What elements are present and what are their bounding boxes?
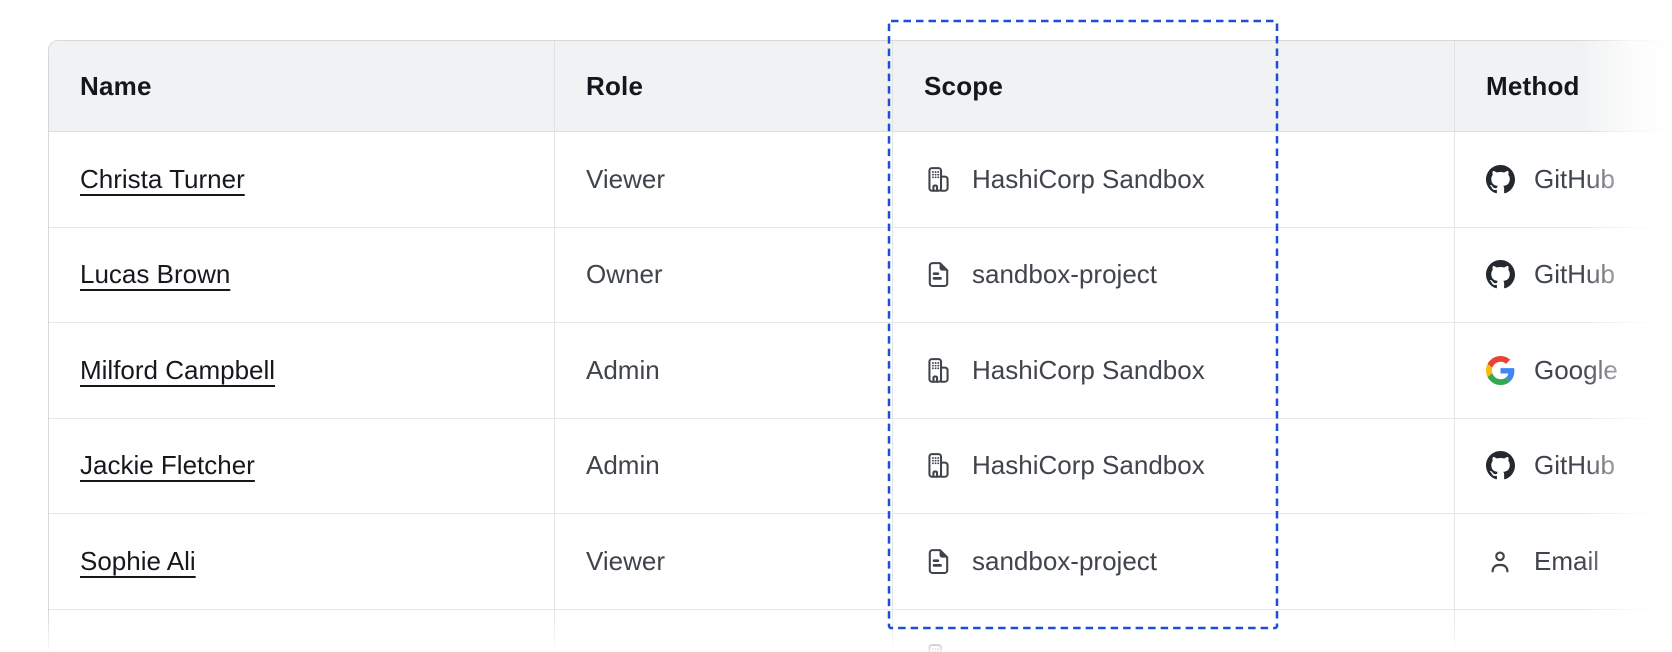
- method-cell: GitHub: [1455, 132, 1672, 227]
- role-value: Viewer: [586, 163, 666, 194]
- role-value: Admin: [586, 354, 660, 385]
- name-cell: Sophie Ali: [49, 514, 555, 609]
- column-header-role: Role: [555, 41, 893, 131]
- github-icon: [1486, 260, 1515, 289]
- name-cell: Lucas Brown: [49, 227, 555, 322]
- role-value: Owner: [586, 259, 663, 290]
- scope-cell: HashiCorp Sandbox: [893, 418, 1455, 513]
- table-row: Sophie Ali Viewer sandbox-project Email: [49, 514, 1672, 610]
- role-cell: Viewer: [555, 132, 893, 227]
- column-header-method: Method: [1486, 70, 1580, 101]
- method-cell: Google: [1455, 323, 1672, 418]
- column-header-name: Name: [49, 41, 555, 131]
- members-table: Name Role Scope Method Christa Turner Vi…: [48, 40, 1672, 652]
- scope-cell: HashiCorp Sandbox: [893, 323, 1455, 418]
- scope-value: HashiCorp Sandbox: [972, 450, 1205, 481]
- table-row: Jackie Fletcher Admin HashiCorp Sandbox …: [49, 418, 1672, 514]
- email-icon: [1486, 547, 1515, 576]
- role-cell: [555, 609, 893, 652]
- building-icon: [924, 451, 953, 480]
- building-icon: [924, 165, 953, 194]
- github-icon: [1486, 451, 1515, 480]
- document-icon: [924, 547, 953, 576]
- role-cell: Owner: [555, 227, 893, 322]
- member-name-link[interactable]: Milford Campbell: [80, 354, 276, 385]
- method-value: Email: [1534, 545, 1600, 576]
- table-row: Milford Campbell Admin HashiCorp Sandbox…: [49, 323, 1672, 419]
- scope-value: HashiCorp Sandbox: [972, 163, 1205, 194]
- method-cell: Email: [1455, 514, 1672, 609]
- table-row-partial: [49, 609, 1672, 652]
- method-value: Google: [1534, 354, 1618, 385]
- role-cell: Admin: [555, 418, 893, 513]
- google-icon: [1486, 355, 1515, 385]
- column-header-scope: Scope: [893, 41, 1455, 131]
- table-row: Lucas Brown Owner sandbox-project GitHub: [49, 227, 1672, 323]
- name-cell: Jackie Fletcher: [49, 418, 555, 513]
- table-row: Christa Turner Viewer HashiCorp Sandbox …: [49, 132, 1672, 228]
- name-cell: Christa Turner: [49, 132, 555, 227]
- building-icon: [924, 356, 953, 385]
- scope-cell: sandbox-project: [893, 227, 1455, 322]
- document-icon: [924, 260, 953, 289]
- member-name-link[interactable]: Jackie Fletcher: [80, 450, 255, 481]
- member-name-link[interactable]: Christa Turner: [80, 163, 245, 194]
- name-cell: [49, 609, 555, 652]
- member-name-link[interactable]: Lucas Brown: [80, 259, 231, 290]
- table-header-row: Name Role Scope Method: [49, 41, 1672, 132]
- scope-value: sandbox-project: [972, 259, 1157, 290]
- scope-value: HashiCorp Sandbox: [972, 354, 1205, 385]
- method-value: GitHub: [1534, 259, 1615, 290]
- name-cell: Milford Campbell: [49, 323, 555, 418]
- scope-cell: sandbox-project: [893, 514, 1455, 609]
- method-value: GitHub: [1534, 450, 1615, 481]
- role-value: Viewer: [586, 545, 666, 576]
- scope-cell: HashiCorp Sandbox: [893, 132, 1455, 227]
- scope-cell: [893, 609, 1455, 652]
- member-name-link[interactable]: Sophie Ali: [80, 545, 196, 576]
- role-cell: Admin: [555, 323, 893, 418]
- method-value: GitHub: [1534, 163, 1615, 194]
- scope-value: sandbox-project: [972, 545, 1157, 576]
- method-cell: GitHub: [1455, 228, 1672, 323]
- github-icon: [1486, 164, 1515, 194]
- building-icon: [924, 642, 953, 652]
- method-cell: [1455, 610, 1672, 652]
- method-cell: GitHub: [1455, 419, 1672, 514]
- role-cell: Viewer: [555, 514, 893, 609]
- role-value: Admin: [586, 450, 660, 481]
